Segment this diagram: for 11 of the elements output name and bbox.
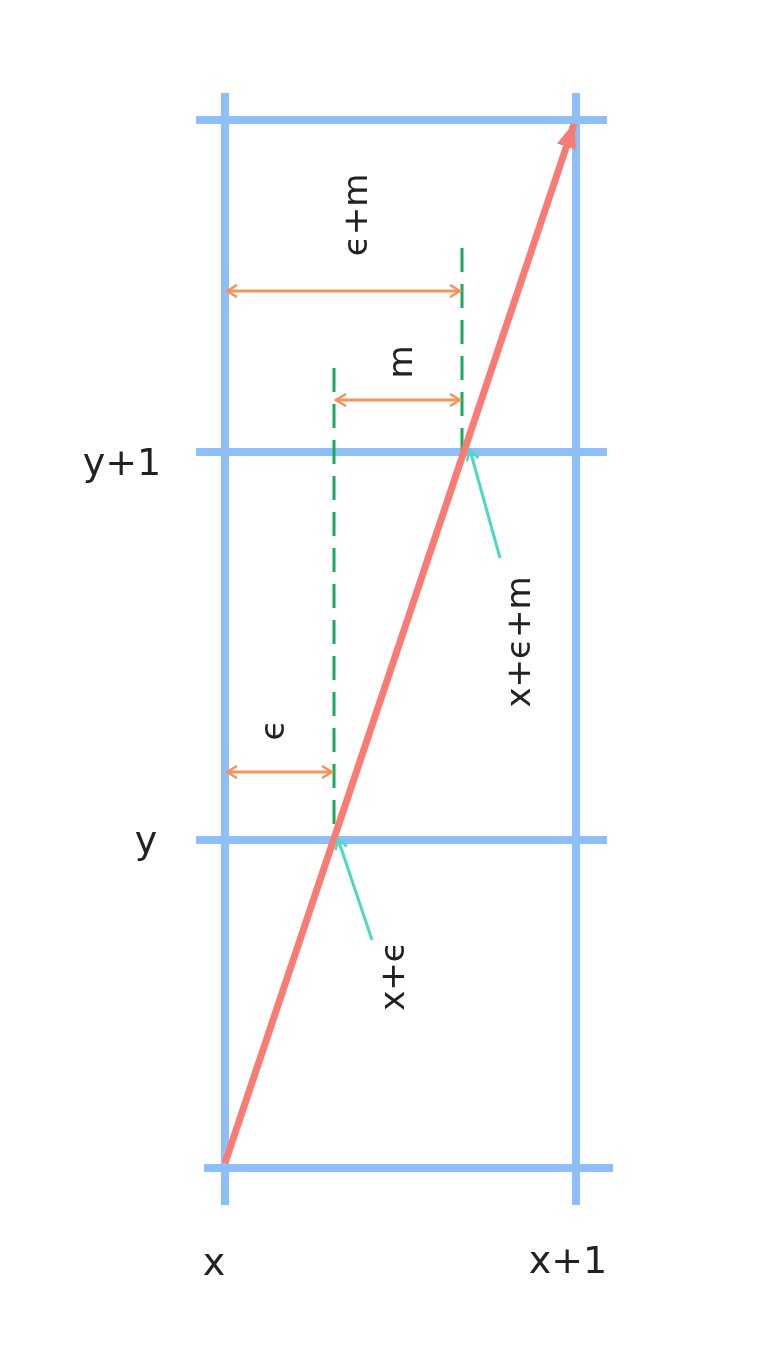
- dimension-label: m: [383, 345, 417, 379]
- axis-label: x+1: [528, 1241, 608, 1279]
- axis-label: x: [202, 1243, 226, 1281]
- axis-label: y: [134, 821, 158, 859]
- leader-line: [334, 837, 374, 941]
- dimension-label: ϵ: [255, 719, 289, 741]
- point-label: x+ϵ: [375, 941, 409, 1011]
- leader-line: [465, 448, 502, 559]
- point-label: x+ϵ+m: [501, 576, 535, 708]
- axis-label: y+1: [82, 443, 162, 481]
- dimension-label: ϵ+m: [338, 173, 372, 257]
